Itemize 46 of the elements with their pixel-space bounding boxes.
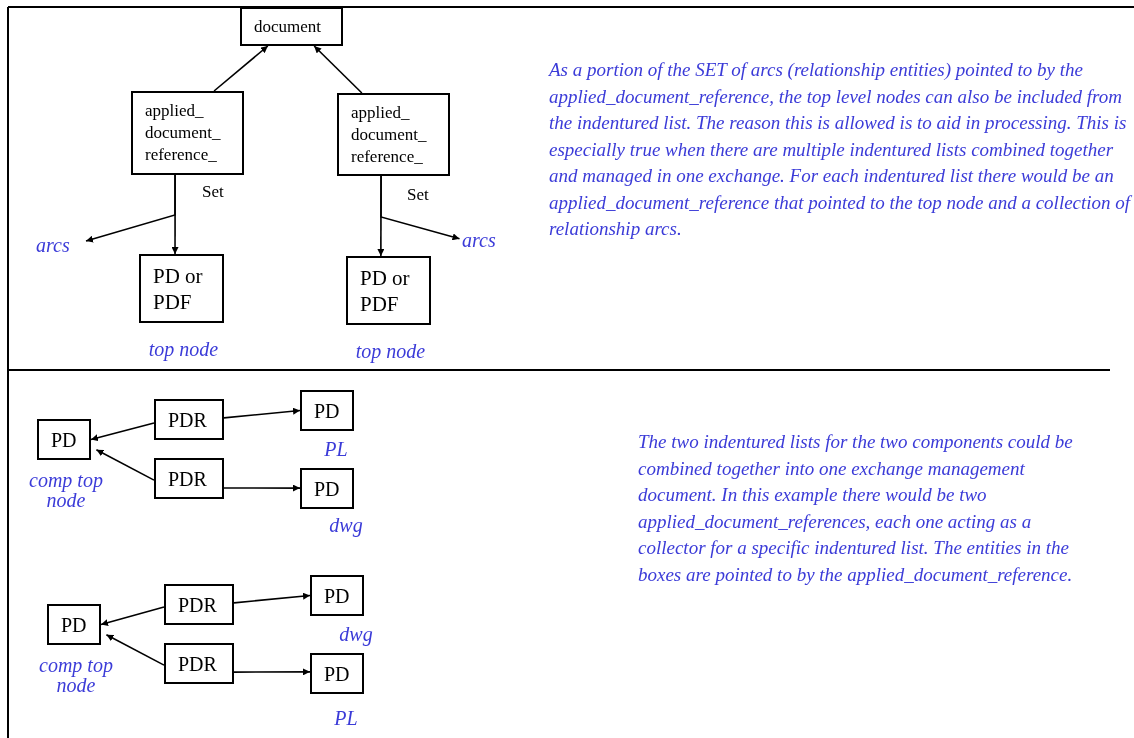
arrow	[223, 407, 301, 419]
box	[131, 91, 244, 175]
node-label: PD	[324, 583, 350, 609]
note-paragraph: The two indentured lists for the two components could be combined together into one exchange management document. In this example there would be two applied_document_references, each one acting as a collector for a specific indentured list. The entities in the boxes are pointed to by the applied_document_reference.	[638, 430, 1074, 587]
arrow	[105, 633, 165, 666]
arrow	[313, 45, 363, 94]
arrow	[213, 45, 269, 92]
node-caption: dwg	[338, 624, 374, 644]
box	[164, 643, 234, 684]
node-label: PDR	[168, 466, 208, 492]
node-label: PD or PDF	[360, 264, 411, 317]
arrow	[233, 592, 311, 604]
node-caption: dwg	[328, 515, 364, 535]
node-caption: comp top node	[28, 470, 104, 510]
arrow	[380, 175, 461, 241]
box	[154, 399, 224, 440]
node-label: applied_ document_ reference_	[351, 101, 428, 168]
arrow	[100, 606, 165, 626]
arrow	[95, 448, 155, 481]
node-label: PDR	[168, 407, 208, 433]
node-label: PD	[314, 476, 340, 502]
arrow	[90, 422, 155, 442]
node-label: PDR	[178, 592, 218, 618]
box	[240, 7, 343, 46]
node-caption: top node	[354, 341, 427, 361]
arrow	[85, 174, 176, 243]
arrow	[233, 668, 311, 676]
node-label: applied_ document_ reference_	[145, 100, 222, 166]
node-label: PD	[314, 398, 340, 424]
note-paragraph: As a portion of the SET of arcs (relationship entities) pointed to by the applied_document_reference, the top level nodes can also be included from the indentured list. The reason this is allowed is to aid in processing. This is especially true when there are multiple indentured lists combined together and managed in one exchange. For each indentured list there would be an applied_document_reference that pointed to the top node and a collection of relationship arcs.	[549, 58, 1131, 241]
node-label: PD	[51, 427, 77, 453]
node-caption: PL	[333, 708, 359, 728]
node-label: arcs	[462, 228, 497, 253]
node-label: PD	[324, 661, 350, 687]
node-caption: PL	[323, 439, 349, 459]
box	[337, 93, 450, 176]
node-label: PD	[61, 612, 87, 638]
arrow	[223, 484, 301, 492]
node-label: arcs	[36, 233, 71, 258]
node-label: document	[254, 15, 323, 38]
node-caption: comp top node	[38, 655, 114, 695]
box	[154, 458, 224, 499]
node-caption: top node	[147, 339, 220, 359]
node-label: PDR	[178, 651, 218, 677]
node-label: PD or PDF	[153, 262, 204, 315]
box	[164, 584, 234, 625]
